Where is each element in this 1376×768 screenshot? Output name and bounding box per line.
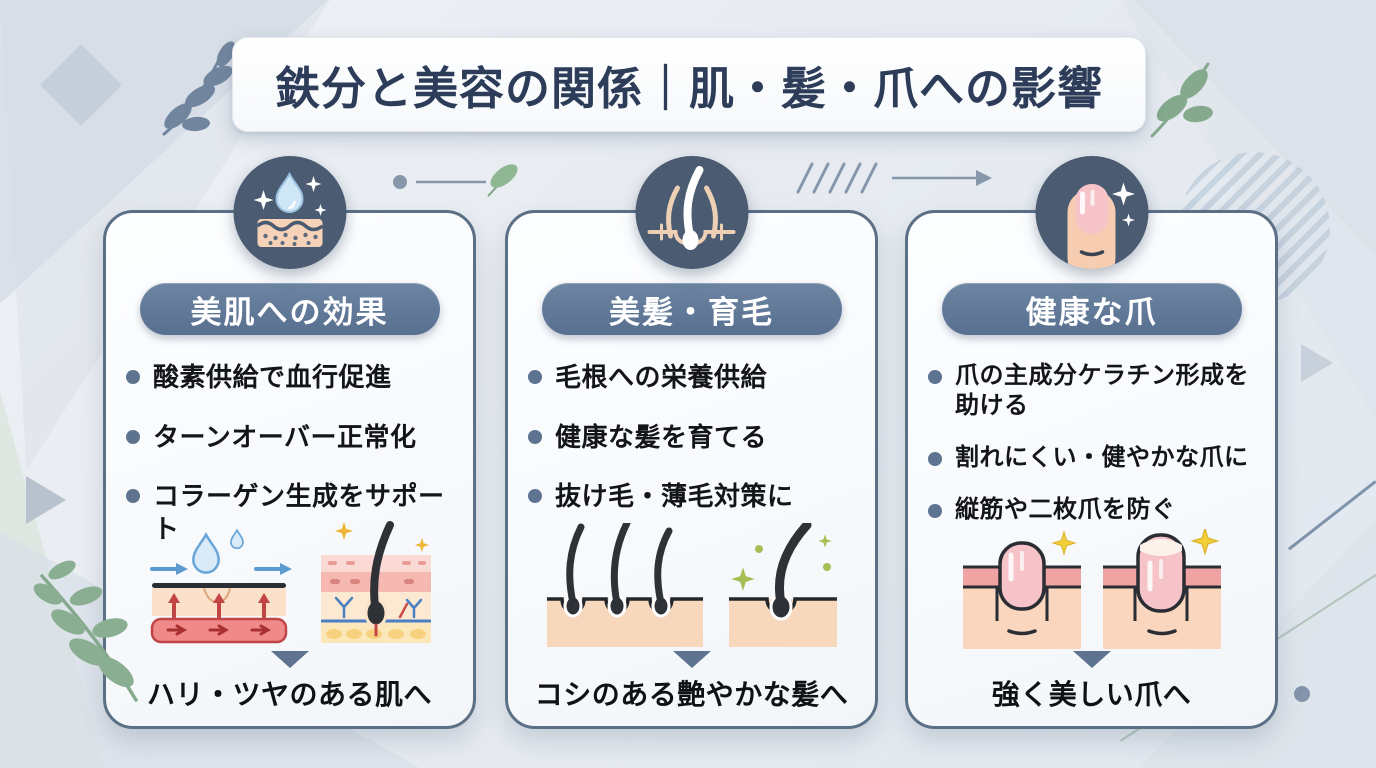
hair-follicles-illustration bbox=[546, 523, 703, 647]
arrow-icon bbox=[976, 170, 992, 186]
short-nail-illustration bbox=[962, 530, 1081, 649]
bullet-text: 縦筋や二枚爪を防ぐ bbox=[955, 496, 1176, 523]
header-label: 美肌への効果 bbox=[190, 294, 389, 330]
connector-hatch-arrow bbox=[788, 156, 1000, 207]
bullet-dot bbox=[528, 489, 542, 503]
leaf-branch-bottom-icon bbox=[28, 556, 154, 711]
header-pill: 美肌への効果 bbox=[139, 283, 440, 335]
geo-triangle bbox=[1301, 344, 1333, 382]
bullet-dot bbox=[126, 370, 140, 384]
card-skin: 美肌への効果 酸素供給で血行促進 ターンオーバー正常化 コラーゲン生成をサポート bbox=[103, 156, 476, 729]
bullet-item: 毛根への栄養供給 bbox=[528, 361, 863, 394]
card-nail: 健康な爪 爪の主成分ケラチン形成を助ける 割れにくい・健やかな爪に 縦筋や二枚爪… bbox=[905, 156, 1278, 729]
bullet-text: 毛根への栄養供給 bbox=[555, 362, 768, 392]
bullet-item: 爪の主成分ケラチン形成を助ける bbox=[928, 361, 1263, 421]
geo-triangle bbox=[26, 476, 66, 524]
result-text: コシのある艶やかな髪へ bbox=[534, 679, 849, 710]
hair-follicle-icon bbox=[635, 156, 748, 269]
bullet-text: 割れにくい・健やかな爪に bbox=[955, 444, 1249, 471]
skin-layers-illustration bbox=[320, 521, 431, 643]
down-arrow-icon bbox=[1072, 651, 1111, 668]
header-label: 健康な爪 bbox=[1025, 294, 1158, 330]
down-arrow-icon bbox=[270, 651, 309, 668]
illustration-row bbox=[106, 513, 473, 649]
header-label: 美髪・育毛 bbox=[609, 294, 774, 330]
bullet-item: 健康な髪を育てる bbox=[528, 421, 863, 454]
bullet-item: ターンオーバー正常化 bbox=[126, 421, 461, 454]
leaf-sprig-green-icon bbox=[1146, 56, 1222, 145]
connector-dot-line bbox=[390, 158, 526, 207]
illustration-row bbox=[908, 513, 1275, 649]
diagonal-line bbox=[1288, 480, 1376, 551]
bullet-item: 縦筋や二枚爪を防ぐ bbox=[928, 495, 1263, 525]
bullet-list: 爪の主成分ケラチン形成を助ける 割れにくい・健やかな爪に 縦筋や二枚爪を防ぐ bbox=[908, 361, 1275, 525]
bullet-item: 割れにくい・健やかな爪に bbox=[928, 443, 1263, 473]
illustration-row bbox=[508, 513, 875, 649]
header-pill: 健康な爪 bbox=[941, 283, 1242, 335]
bullet-item: コラーゲン生成をサポート bbox=[126, 480, 461, 545]
bullet-dot bbox=[528, 370, 542, 384]
page-title: 鉄分と美容の関係｜肌・髪・爪への影響 bbox=[274, 63, 1103, 114]
bullet-item: 抜け毛・薄毛対策に bbox=[528, 480, 863, 513]
bullet-list: 毛根への栄養供給 健康な髪を育てる 抜け毛・薄毛対策に bbox=[508, 361, 875, 513]
bullet-dot bbox=[928, 504, 942, 518]
bullet-text: 爪の主成分ケラチン形成を助ける bbox=[955, 362, 1249, 419]
shiny-nail-icon bbox=[1035, 156, 1148, 269]
bullet-text: 抜け毛・薄毛対策に bbox=[555, 481, 794, 511]
healthy-hair-illustration bbox=[728, 523, 837, 647]
bullet-dot bbox=[126, 429, 140, 444]
skin-moisture-icon bbox=[233, 156, 346, 269]
bullet-item: 酸素供給で血行促進 bbox=[126, 361, 461, 394]
bullet-text: ターンオーバー正常化 bbox=[153, 421, 417, 452]
bullet-dot bbox=[126, 489, 140, 503]
bullet-dot bbox=[928, 452, 942, 466]
card-hair: 美髪・育毛 毛根への栄養供給 健康な髪を育てる 抜け毛・薄毛対策に bbox=[505, 156, 878, 729]
blood-circulation-illustration bbox=[149, 528, 292, 644]
result-text: 強く美しい爪へ bbox=[991, 679, 1192, 710]
result-text: ハリ・ツヤのある肌へ bbox=[146, 679, 432, 710]
bullet-dot bbox=[928, 370, 942, 384]
bullet-dot bbox=[528, 429, 542, 444]
header-pill: 美髪・育毛 bbox=[541, 283, 842, 335]
bullet-text: コラーゲン生成をサポート bbox=[153, 481, 445, 544]
title-card: 鉄分と美容の関係｜肌・髪・爪への影響 bbox=[232, 37, 1146, 132]
strong-nail-illustration bbox=[1102, 529, 1221, 649]
bullet-text: 健康な髪を育てる bbox=[555, 421, 768, 452]
bullet-text: 酸素供給で血行促進 bbox=[153, 362, 392, 392]
down-arrow-icon bbox=[672, 651, 711, 668]
geo-dot bbox=[1294, 686, 1310, 702]
geo-diamond bbox=[39, 43, 123, 127]
